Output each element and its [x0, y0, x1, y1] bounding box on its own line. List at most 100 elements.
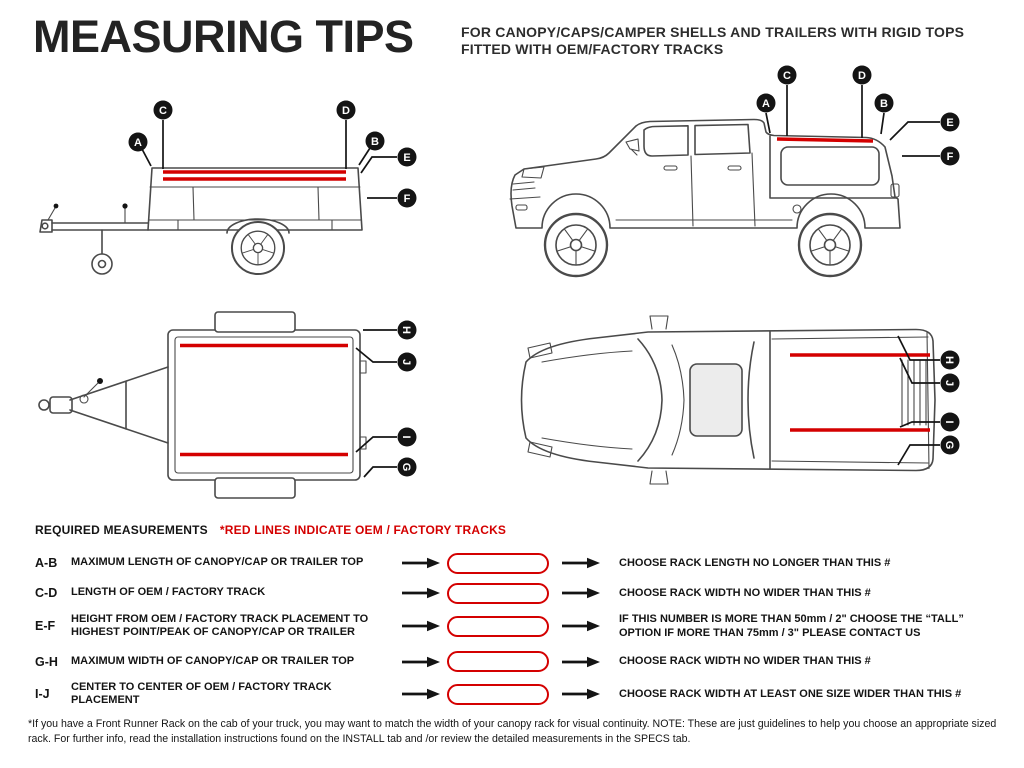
footnote: *If you have a Front Runner Rack on the …	[28, 718, 997, 745]
callout-lines	[141, 120, 397, 199]
measurement-key: C-D	[35, 586, 58, 600]
svg-text:D: D	[858, 70, 866, 82]
oem-track-lines	[790, 353, 930, 432]
measurement-row-cd: C-D LENGTH OF OEM / FACTORY TRACK CHOOSE…	[35, 582, 1008, 604]
trailer-top-view: H J I G	[38, 311, 417, 499]
measurement-row-ab: A-B MAXIMUM LENGTH OF CANOPY/CAP OR TRAI…	[35, 552, 1008, 574]
measurement-description: MAXIMUM WIDTH OF CANOPY/CAP OR TRAILER T…	[71, 654, 355, 667]
svg-text:H: H	[943, 356, 955, 364]
measurement-key: G-H	[35, 654, 58, 669]
svg-text:A: A	[134, 137, 142, 149]
svg-text:C: C	[783, 70, 791, 82]
marker-d: D	[336, 100, 356, 120]
svg-text:A: A	[762, 98, 770, 110]
marker-h: H	[940, 350, 960, 370]
trailer-body	[39, 167, 363, 276]
truck-rear-wheel	[797, 212, 863, 278]
measurement-guideline: CHOOSE RACK LENGTH NO LONGER THAN THIS #	[619, 556, 891, 569]
measurement-guideline: CHOOSE RACK WIDTH NO WIDER THAN THIS #	[619, 655, 871, 668]
marker-e: E	[397, 147, 417, 167]
svg-text:H: H	[400, 326, 412, 334]
truck-body	[520, 315, 936, 485]
measurement-row-ij: I-J CENTER TO CENTER OF OEM / FACTORY TR…	[35, 681, 1008, 709]
marker-j: J	[397, 352, 417, 372]
page-subtitle-line1: FOR CANOPY/CAPS/CAMPER SHELLS AND TRAILE…	[461, 24, 965, 40]
svg-text:G: G	[943, 441, 955, 450]
marker-f: F	[940, 146, 960, 166]
svg-text:C: C	[159, 105, 167, 117]
marker-g: G	[940, 435, 960, 455]
marker-a: A	[756, 93, 776, 113]
measurement-key: A-B	[35, 556, 58, 570]
measurement-value-field	[447, 651, 549, 673]
measurement-table: A-B MAXIMUM LENGTH OF CANOPY/CAP OR TRAI…	[35, 552, 1008, 716]
measurement-value-field	[447, 683, 549, 705]
marker-c: C	[153, 100, 173, 120]
marker-e: E	[940, 112, 960, 132]
measurement-guideline: CHOOSE RACK WIDTH AT LEAST ONE SIZE WIDE…	[619, 688, 962, 701]
svg-text:E: E	[403, 152, 410, 164]
svg-text:G: G	[400, 463, 412, 472]
arrow-right-icon	[395, 587, 447, 599]
arrow-right-icon	[551, 688, 611, 700]
required-measurements-label: REQUIRED MEASUREMENTS	[35, 523, 208, 537]
measurement-value-field	[447, 615, 549, 637]
measurement-key: E-F	[35, 619, 56, 634]
marker-b: B	[365, 131, 385, 151]
marker-d: D	[852, 65, 872, 85]
legend-row: REQUIRED MEASUREMENTS *RED LINES INDICAT…	[35, 523, 506, 537]
marker-c: C	[777, 65, 797, 85]
arrow-right-icon	[551, 620, 611, 632]
oem-track-lines	[163, 170, 346, 181]
marker-i: I	[397, 427, 417, 447]
svg-text:F: F	[404, 193, 411, 205]
trailer-wheel	[230, 220, 286, 276]
page-subtitle: FOR CANOPY/CAPS/CAMPER SHELLS AND TRAILE…	[461, 24, 964, 59]
truck-front-wheel	[543, 212, 609, 278]
measurement-value-field	[447, 582, 549, 604]
arrow-right-icon	[551, 587, 611, 599]
arrow-right-icon	[551, 557, 611, 569]
measurement-key: I-J	[35, 687, 50, 702]
truck-body	[509, 118, 901, 278]
marker-i: I	[940, 412, 960, 432]
measurement-value-field	[447, 552, 549, 574]
trailer-side-view: A C D B E F	[39, 100, 417, 276]
svg-text:B: B	[371, 136, 379, 148]
svg-text:D: D	[342, 105, 350, 117]
truck-side-view: A C D B E F	[509, 65, 960, 278]
callout-lines	[355, 329, 397, 478]
marker-j: J	[940, 373, 960, 393]
arrow-right-icon	[395, 656, 447, 668]
oem-track-lines	[180, 343, 348, 457]
callout-lines	[897, 335, 940, 466]
arrow-right-icon	[395, 557, 447, 569]
red-lines-note: *RED LINES INDICATE OEM / FACTORY TRACKS	[219, 523, 507, 537]
marker-b: B	[874, 93, 894, 113]
measurement-description: LENGTH OF OEM / FACTORY TRACK	[71, 586, 266, 599]
arrow-right-icon	[551, 656, 611, 668]
measurement-guideline: IF THIS NUMBER IS MORE THAN 50mm / 2" CH…	[619, 613, 964, 640]
measurement-row-ef: E-F HEIGHT FROM OEM / FACTORY TRACK PLAC…	[35, 612, 1008, 641]
measurement-description: CENTER TO CENTER OF OEM / FACTORY TRACK …	[71, 680, 332, 707]
measurement-row-gh: G-H MAXIMUM WIDTH OF CANOPY/CAP OR TRAIL…	[35, 651, 1008, 673]
svg-text:I: I	[400, 435, 412, 438]
svg-text:J: J	[943, 380, 955, 386]
page-subtitle-line2: FITTED WITH OEM/FACTORY TRACKS	[461, 41, 724, 58]
marker-g: G	[397, 457, 417, 477]
trailer-body	[38, 311, 367, 499]
svg-text:B: B	[880, 98, 888, 110]
svg-text:F: F	[947, 151, 954, 163]
svg-text:J: J	[400, 359, 412, 365]
marker-h: H	[397, 320, 417, 340]
truck-top-view: H J I G	[520, 315, 960, 485]
arrow-right-icon	[395, 620, 447, 632]
svg-text:E: E	[946, 117, 953, 129]
measurement-description: HEIGHT FROM OEM / FACTORY TRACK PLACEMEN…	[71, 612, 369, 639]
page-title: MEASURING TIPS	[33, 11, 414, 62]
marker-f: F	[397, 188, 417, 208]
marker-a: A	[128, 132, 148, 152]
svg-text:I: I	[943, 420, 955, 423]
oem-track-line	[776, 137, 874, 143]
